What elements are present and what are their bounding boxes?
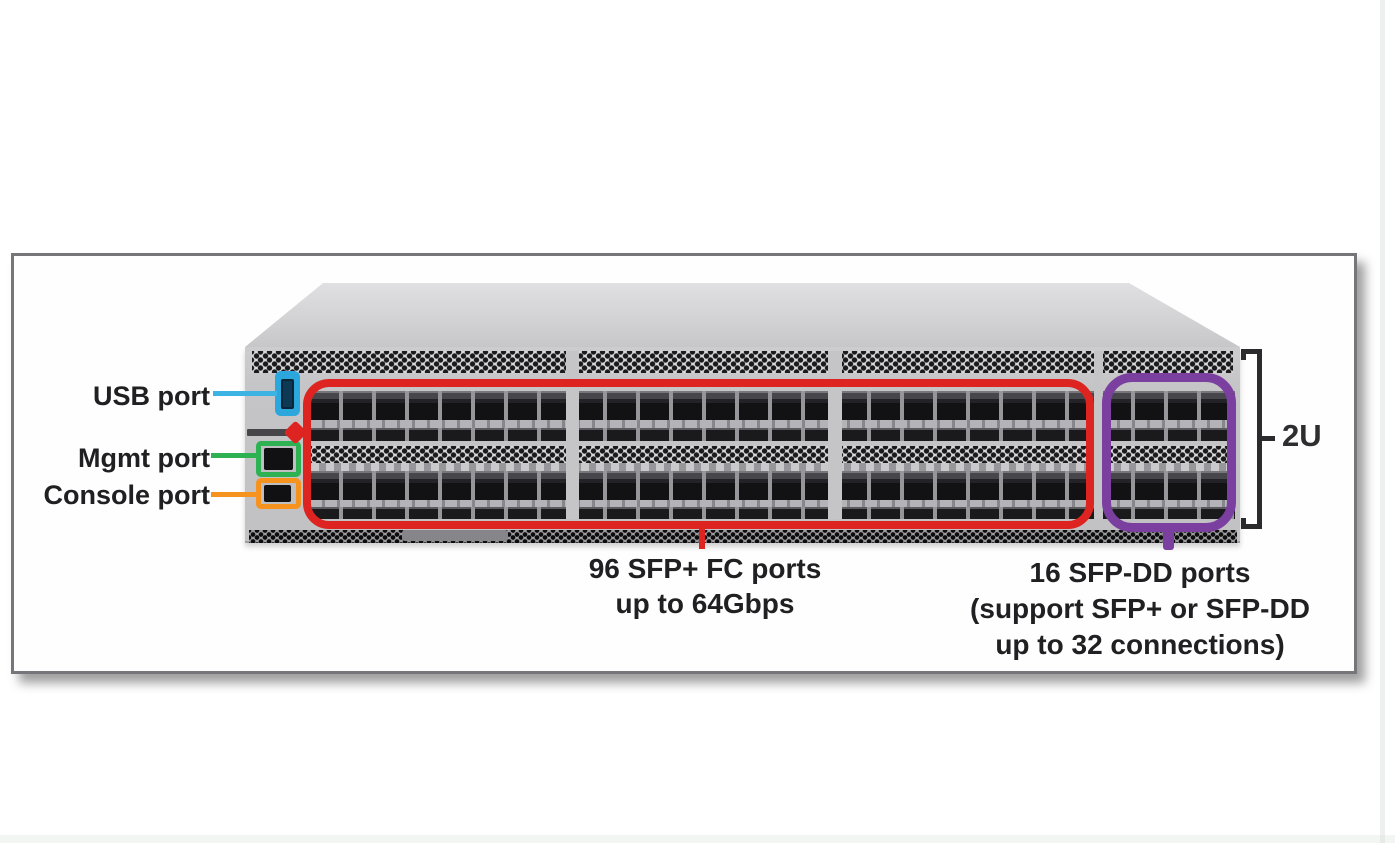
mgmt-port xyxy=(264,448,293,470)
2u-bracket-top-hook xyxy=(1241,349,1262,354)
console-leader-line xyxy=(211,492,257,497)
2u-bracket-bottom-hook xyxy=(1241,524,1262,529)
2u-bracket-top-stub xyxy=(1241,349,1246,360)
vent-grille-middle xyxy=(310,446,1235,463)
sfp-cage-row-2-lower xyxy=(310,507,1235,519)
screen-edge-band-bottom xyxy=(0,835,1395,843)
vent-grille-top xyxy=(252,351,1233,373)
fc-ports-outline xyxy=(303,379,1094,529)
sfp-cage-row-2-divider xyxy=(310,500,1235,507)
chassis-bottom-grille xyxy=(249,530,1237,543)
2u-bracket xyxy=(1257,349,1262,529)
fc-ports-leader-line xyxy=(699,528,705,549)
sfpdd-ports-annotation-line3: up to 32 connections) xyxy=(995,629,1285,660)
sfpdd-ports-annotation-line1: 16 SFP-DD ports xyxy=(1029,557,1251,588)
2u-bracket-bottom-stub xyxy=(1241,518,1246,529)
fc-ports-annotation-line1: 96 SFP+ FC ports xyxy=(588,553,822,584)
2u-size-label: 2U xyxy=(1282,418,1322,453)
screen-edge-band-right xyxy=(1380,0,1385,843)
sfpdd-ports-leader-line xyxy=(1163,530,1174,550)
port-bank-divider xyxy=(828,351,842,519)
sfp-cage-row-1-lower xyxy=(310,428,1235,441)
sfp-cage-row-2-upper xyxy=(310,471,1235,500)
port-bank-divider xyxy=(566,351,579,519)
chassis-foot xyxy=(402,530,508,541)
console-port-highlight xyxy=(256,478,301,509)
mgmt-port-label: Mgmt port xyxy=(78,443,210,473)
usb-leader-line xyxy=(213,391,277,396)
2u-bracket-tick xyxy=(1262,436,1275,441)
fc-ports-annotation-line2: up to 64Gbps xyxy=(615,588,795,619)
sfp-cage-row-1-divider xyxy=(310,420,1235,428)
port-bank-divider xyxy=(1094,351,1103,519)
sfpdd-ports-annotation-line2: (support SFP+ or SFP-DD xyxy=(970,593,1310,624)
sfpdd-ports-annotation: 16 SFP-DD ports (support SFP+ or SFP-DD … xyxy=(930,555,1350,663)
console-port xyxy=(264,485,291,502)
usb-port xyxy=(281,379,294,409)
console-port-label: Console port xyxy=(43,480,211,510)
fc-ports-annotation: 96 SFP+ FC ports up to 64Gbps xyxy=(505,551,905,621)
port-number-strip xyxy=(310,463,1235,471)
usb-port-label: USB port xyxy=(93,381,210,411)
mgmt-leader-line xyxy=(211,453,257,458)
sfpdd-ports-outline xyxy=(1102,373,1236,532)
switch-top-panel xyxy=(245,283,1240,347)
brand-label xyxy=(247,429,291,436)
